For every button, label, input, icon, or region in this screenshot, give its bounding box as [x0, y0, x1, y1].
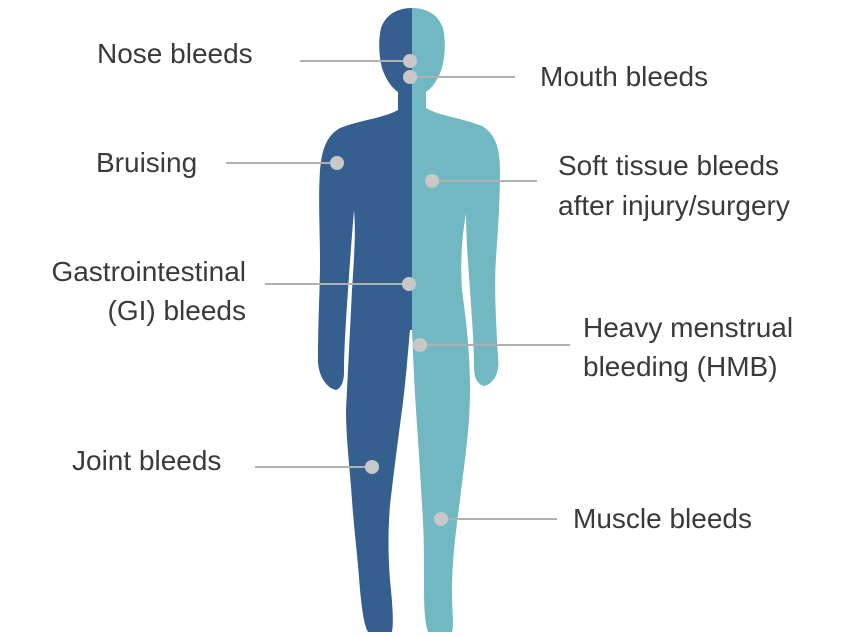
- marker-nose: [403, 54, 417, 68]
- label-gi-line2: (GI) bleeds: [0, 294, 246, 328]
- label-joint-bleeds: Joint bleeds: [72, 444, 221, 478]
- label-soft-tissue-line2: after injury/surgery: [558, 189, 790, 223]
- marker-joint: [365, 460, 379, 474]
- label-muscle-bleeds: Muscle bleeds: [573, 502, 752, 536]
- marker-hmb: [413, 338, 427, 352]
- marker-bruising: [330, 156, 344, 170]
- female-half-body: [412, 8, 500, 632]
- marker-muscle: [434, 512, 448, 526]
- marker-soft-tissue: [425, 174, 439, 188]
- marker-gi: [402, 277, 416, 291]
- marker-mouth: [403, 70, 417, 84]
- male-half-body: [318, 8, 412, 632]
- label-hmb-line2: bleeding (HMB): [583, 350, 778, 384]
- label-bruising: Bruising: [96, 146, 197, 180]
- label-soft-tissue-line1: Soft tissue bleeds: [558, 149, 779, 183]
- label-gi-line1: Gastrointestinal: [0, 255, 246, 289]
- label-nose-bleeds: Nose bleeds: [97, 37, 253, 71]
- label-hmb-line1: Heavy menstrual: [583, 311, 793, 345]
- label-mouth-bleeds: Mouth bleeds: [540, 60, 708, 94]
